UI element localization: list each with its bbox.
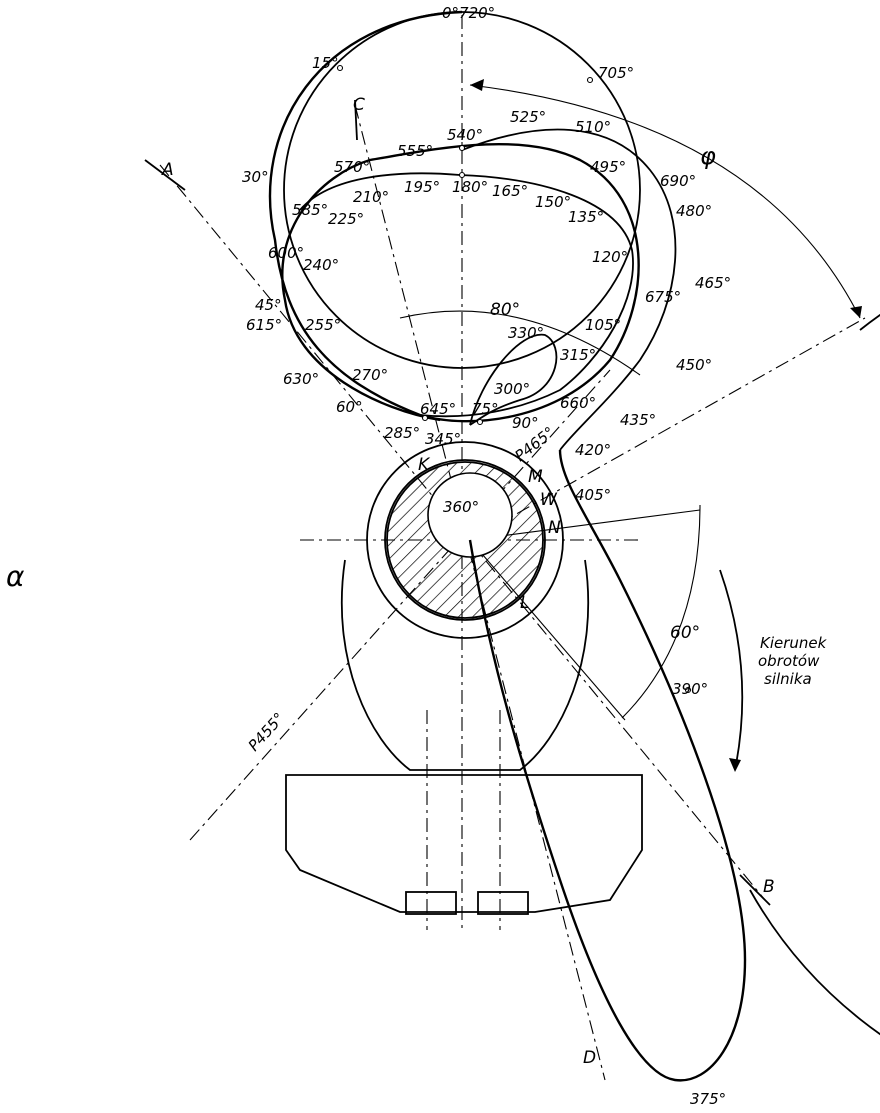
load-curve-inner [299,172,634,418]
label-180: 180° [452,178,488,196]
phi-arc [469,84,861,319]
label-600: 600° [268,244,304,262]
phi-arrow [470,79,484,91]
label-675: 675° [645,288,681,306]
label-105: 105° [585,316,621,334]
label-540: 540° [447,126,483,144]
label-495: 495° [590,158,626,176]
letter-l: L [520,593,529,613]
load-curve-outer-right [461,128,677,451]
letter-alpha: α [6,560,25,593]
label-510: 510° [575,118,611,136]
label-195: 195° [404,178,440,196]
label-135: 135° [568,208,604,226]
label-255: 255° [305,316,341,334]
label-300: 300° [494,380,530,398]
bearing-inner-ring [384,459,546,621]
label-360: 360° [443,498,479,516]
label-345: 345° [425,430,461,448]
letter-w: W [540,490,558,510]
label-210: 210° [353,188,389,206]
label-420: 420° [575,441,611,459]
label-90: 90° [512,414,539,432]
label-570: 570° [334,158,370,176]
label-480: 480° [676,202,712,220]
letter-c: C [353,95,365,115]
label-405: 405° [575,486,611,504]
label-15: 15° [312,54,339,72]
label-arc-80: 80° [490,300,520,320]
label-225: 225° [328,210,364,228]
pt-75 [476,418,484,426]
load-curve-lower-loop [468,449,747,1082]
label-60: 60° [336,398,363,416]
label-75: 75° [472,400,499,418]
load-curve-small-loop [469,333,558,426]
label-435: 435° [620,411,656,429]
tick-b [739,874,771,906]
pt-180 [458,171,466,179]
phi-arrow-end [850,306,862,318]
label-0-720: 0°720° [442,4,495,22]
label-150: 150° [535,193,571,211]
label-270: 270° [352,366,388,384]
label-390: 390° [672,680,708,698]
bearing-outer-ring [366,441,564,639]
rotation-arrow-head [729,758,741,772]
label-165: 165° [492,182,528,200]
arc-60 [621,504,701,719]
rotation-note-line-2: obrotów [758,652,820,670]
pt-330 [684,686,692,694]
crankpin-bore [427,472,513,558]
letter-m: M [528,467,543,487]
label-525: 525° [510,108,546,126]
label-615: 615° [246,316,282,334]
rod-big-end-outline [340,559,590,771]
label-285: 285° [384,424,420,442]
pt-705 [586,76,594,84]
label-660: 660° [560,394,596,412]
line-a-b [159,164,766,901]
cap-nut-right [477,891,529,915]
rotation-note-line-1: Kierunek [760,634,828,652]
letter-d: D [583,1048,596,1068]
label-p455: P455° [245,709,289,755]
letter-b: B [763,877,775,897]
label-240: 240° [303,256,339,274]
letter-k: K [418,455,431,475]
pt-645 [421,414,429,422]
label-30: 30° [242,168,269,186]
label-465: 465° [695,274,731,292]
rotation-direction-arc [719,569,744,771]
label-45: 45° [255,296,282,314]
line-p455 [189,369,611,841]
label-120: 120° [592,248,628,266]
letter-phi: φ [700,142,716,170]
pt-15 [336,64,344,72]
bearing-cap [285,774,643,913]
letter-n: N [548,518,561,538]
label-690: 690° [660,172,696,190]
label-645: 645° [420,400,456,418]
tick-c [354,99,358,141]
tick-a [144,159,186,191]
label-375: 375° [690,1090,726,1108]
label-705: 705° [598,64,634,82]
label-450: 450° [676,356,712,374]
label-630: 630° [283,370,319,388]
letter-a: A [161,160,174,180]
label-315: 315° [560,346,596,364]
label-555: 555° [397,142,433,160]
arc-80 [399,310,641,376]
label-330: 330° [508,324,544,342]
label-585: 585° [292,201,328,219]
label-arc-60: 60° [670,623,700,643]
cap-nut-left [405,891,457,915]
rotation-note-line-3: silnika [764,670,812,688]
line-c-d [354,104,606,1081]
load-curve-upper [268,10,640,423]
pt-540 [458,144,466,152]
